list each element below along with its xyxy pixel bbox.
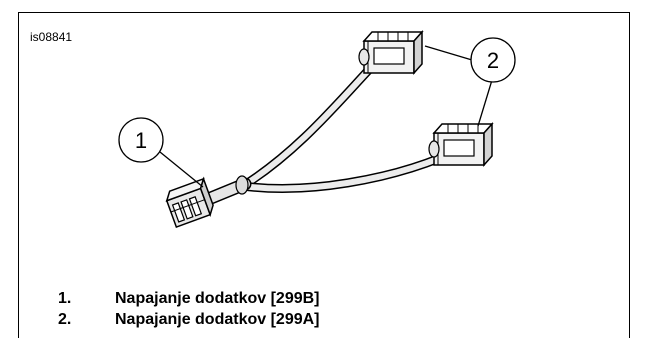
- cable-upper-branch: [238, 55, 383, 191]
- wiring-harness-illustration: 1 2: [118, 30, 516, 229]
- callout-2: 2: [470, 37, 516, 83]
- connector-299b: [165, 176, 214, 229]
- legend-item-number: 1.: [58, 290, 72, 307]
- figure-legend: 1. Napajanje dodatkov [299B] 2. Napajanj…: [58, 288, 320, 330]
- callout-2-leader-top: [424, 45, 473, 61]
- legend-item-text: Napajanje dodatkov [299B]: [115, 290, 320, 307]
- connector-299a-right: [428, 122, 494, 167]
- connector-299a-top: [358, 30, 424, 75]
- cable-lower-branch: [238, 153, 445, 193]
- figure-id: is08841: [30, 30, 73, 44]
- legend-item-number: 2.: [58, 311, 72, 328]
- legend-item: 1. Napajanje dodatkov [299B]: [58, 288, 320, 309]
- figure-frame: [18, 12, 630, 338]
- legend-item: 2. Napajanje dodatkov [299A]: [58, 309, 320, 330]
- cable-trunk: [199, 175, 252, 207]
- legend-item-text: Napajanje dodatkov [299A]: [115, 311, 320, 328]
- callout-2-leader-right: [477, 79, 493, 127]
- callout-1-leader: [159, 151, 204, 188]
- callout-1-label: 1: [135, 128, 147, 153]
- callout-1: 1: [118, 117, 164, 163]
- callout-2-label: 2: [487, 48, 499, 73]
